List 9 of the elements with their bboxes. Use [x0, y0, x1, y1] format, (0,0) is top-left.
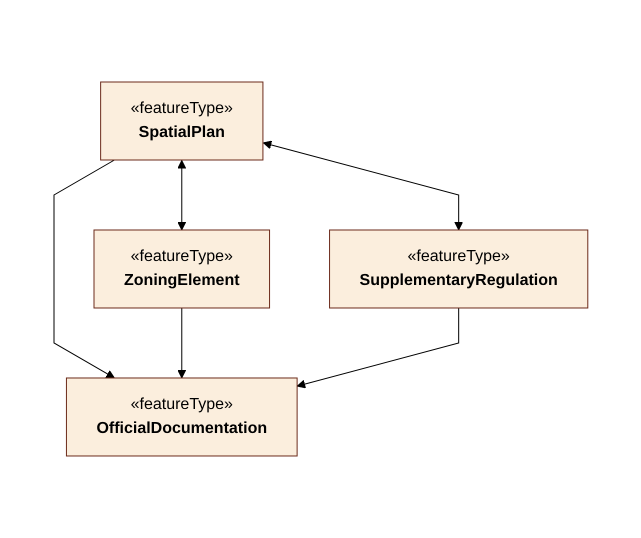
arrow: [296, 308, 459, 388]
node-box: «featureType» ZoningElement: [93, 230, 270, 308]
node-box: «featureType» SupplementaryRegulation: [328, 230, 588, 308]
arrow: [262, 140, 463, 230]
arrow: [176, 160, 186, 230]
node-box: «featureType» SpatialPlan: [100, 82, 264, 160]
arrow: [176, 308, 186, 378]
arrow: [53, 160, 115, 378]
node-box: «featureType» OfficialDocumentation: [66, 378, 298, 456]
